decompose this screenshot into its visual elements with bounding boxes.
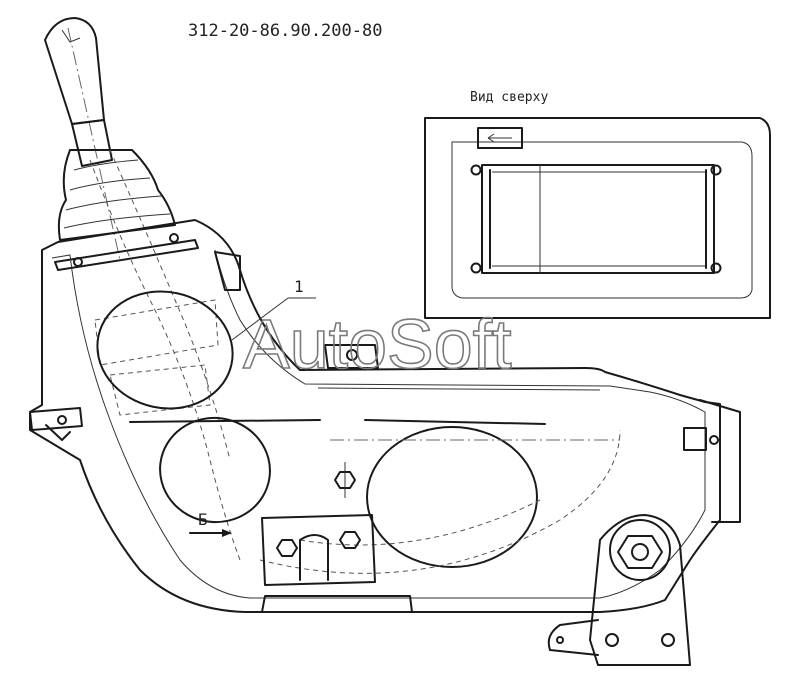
callout-1-label: 1 (294, 277, 304, 296)
top-view-inner-outline (451, 141, 753, 299)
top-cover-tab (324, 344, 379, 369)
top-view-inset: Вид сверху (424, 90, 771, 319)
drawing-stroke (67, 27, 121, 261)
bottom-plate (261, 595, 413, 613)
section-label: Б (198, 510, 208, 529)
callout-1: 1 (231, 277, 316, 341)
window-upper-left (96, 290, 234, 410)
pivot-eye (609, 519, 671, 581)
housing-outline (29, 219, 721, 613)
bolt-icon (346, 349, 358, 361)
bracket-slot (299, 534, 329, 581)
section-marker: Б (189, 510, 232, 537)
watermark-text: AutoSoft (243, 305, 512, 383)
drawing-stroke (51, 249, 706, 599)
window-lower-left (159, 416, 271, 524)
drawing-stroke (65, 195, 163, 211)
pivot-ear (547, 619, 599, 656)
bolt-icon (556, 636, 564, 644)
drawing-stroke (109, 149, 231, 461)
bolt-icon (470, 164, 482, 176)
top-view-outline (424, 117, 771, 319)
bolt-icon (710, 164, 722, 176)
arrow-right-icon (222, 529, 232, 537)
drawing-stroke (317, 387, 601, 391)
main-housing (29, 219, 741, 613)
nut-icon (339, 531, 361, 549)
bolt-icon (169, 233, 179, 243)
top-view-panel (481, 164, 715, 274)
drawing-stroke (259, 429, 621, 574)
pivot-bracket (547, 514, 691, 666)
bolt-icon (710, 262, 722, 274)
control-lever (44, 17, 241, 561)
lever-shaft (71, 119, 113, 167)
drawing-stroke (129, 419, 321, 423)
drawing-stroke (61, 29, 81, 43)
nut-icon (276, 539, 298, 557)
drawing-stroke (109, 364, 211, 416)
right-side-clamp (699, 399, 741, 523)
pivot-plate (589, 514, 691, 666)
lever-boot (57, 149, 176, 241)
top-view-label: Вид сверху (470, 90, 548, 105)
drawing-stroke (631, 543, 649, 561)
boot-flange (54, 239, 199, 271)
bolt-icon (661, 633, 675, 647)
drawing-stroke (89, 159, 241, 561)
left-flange (29, 407, 83, 431)
top-view-arrow-icon (487, 133, 512, 143)
drawing-stroke (69, 177, 151, 191)
bolt-icon (709, 435, 719, 445)
pivot-nut-icon (617, 535, 663, 569)
bolt-icon (73, 257, 83, 267)
bolt-icon (57, 415, 67, 425)
bolt-icon (605, 633, 619, 647)
lever-knob (44, 17, 105, 125)
drawing-stroke (231, 297, 289, 341)
drawing-stroke (299, 499, 541, 546)
right-clip (683, 427, 707, 451)
upper-bracket (214, 251, 241, 291)
part-number-label: 312-20-86.90.200-80 (188, 21, 382, 41)
flange-tab (45, 424, 71, 441)
window-center (366, 426, 538, 568)
nut-icon (334, 471, 356, 489)
top-view-latch (477, 127, 523, 149)
drawing-stroke (73, 159, 139, 171)
center-bracket (261, 514, 376, 586)
drawing-stroke (364, 419, 546, 425)
drawing-stroke (63, 213, 171, 229)
bolt-icon (470, 262, 482, 274)
